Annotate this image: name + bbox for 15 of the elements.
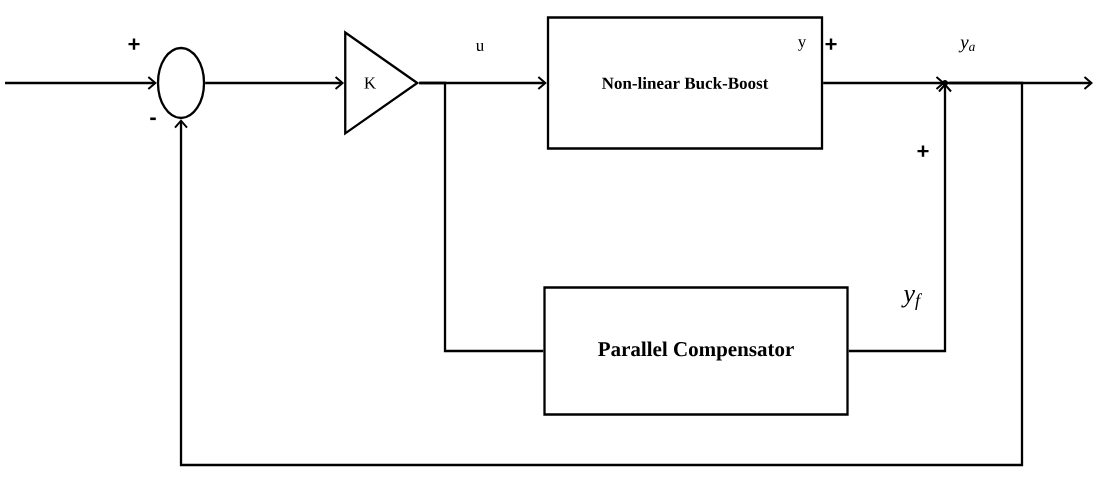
edge-label: y$_{f}$	[901, 288, 923, 311]
sign-label: -	[150, 117, 156, 121]
sign-label: +	[128, 38, 140, 50]
arrow	[174, 81, 1024, 467]
arrow	[205, 76, 345, 90]
edge-label: u	[474, 42, 486, 52]
summing-junction	[156, 46, 206, 120]
edge-label: y$_{a}$	[958, 38, 977, 54]
sign-label: +	[917, 145, 929, 157]
edge-label: y	[796, 38, 808, 52]
arrow	[5, 76, 157, 90]
compensator-box: Parallel Compensator	[543, 286, 849, 416]
arrow	[848, 83, 952, 353]
arrow	[823, 76, 945, 90]
arrow	[945, 76, 1093, 90]
